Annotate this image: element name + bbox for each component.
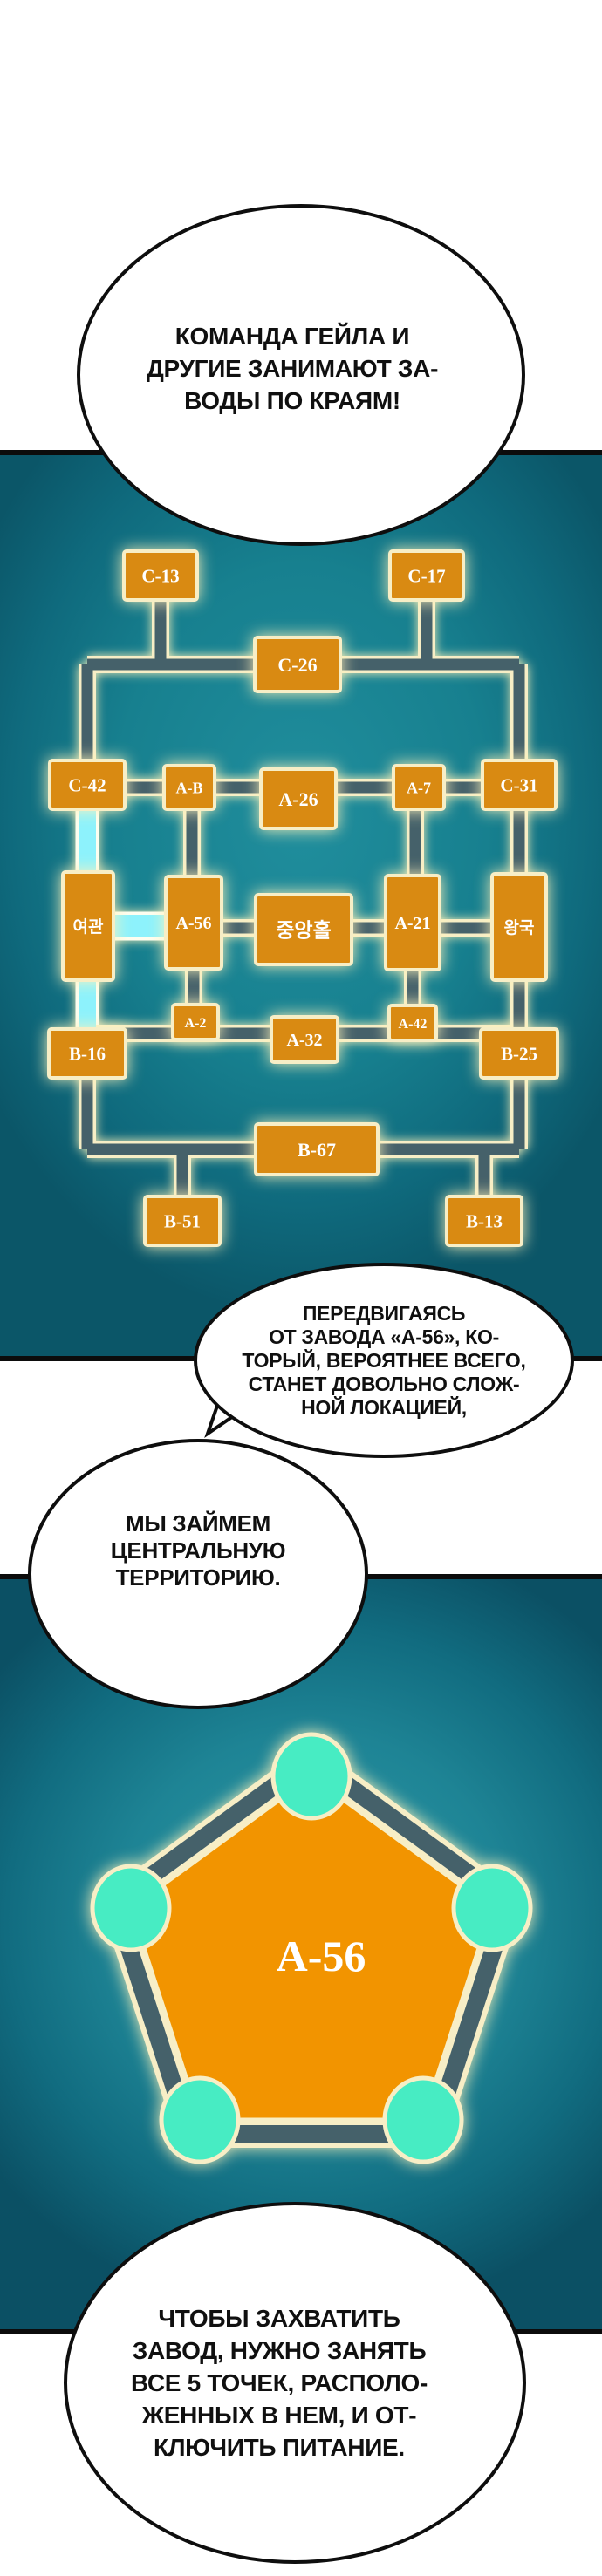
factory-map-svg: C-13 C-17C-26C-42 A-B A-26 A-7 C-31 여관 A-56 중앙홀 A… <box>47 549 559 1247</box>
map-node-box <box>254 893 353 966</box>
map-node-label: B-16 <box>69 1044 106 1065</box>
map-node-B-67: B-67 <box>254 1122 380 1176</box>
map-node-label: A-2 <box>185 1016 207 1031</box>
map-node-box <box>171 1003 220 1041</box>
map-node-box <box>259 767 338 830</box>
map-node-A-21: A-21 <box>384 874 441 971</box>
map-node-C-26: C-26 <box>253 636 342 693</box>
map-node-A-42: A-42 <box>387 1004 438 1042</box>
map-node-B-51: B-51 <box>143 1195 222 1247</box>
map-node-label: A-26 <box>278 788 318 810</box>
pentagon-label: A-56 <box>277 1932 366 1980</box>
map-node-여관: 여관 <box>61 870 115 982</box>
pentagon-panel: A-56 <box>0 1574 602 2334</box>
speech-bubble-2: ПЕРЕДВИГАЯСЬ ОТ ЗАВОДА «А-56», КО- ТОРЫЙ… <box>194 1263 574 1458</box>
map-node-A-32: A-32 <box>270 1015 339 1064</box>
map-node-box <box>61 870 115 982</box>
map-node-A-B: A-B <box>162 764 216 811</box>
map-node-box <box>164 875 223 971</box>
map-node-왕국: 왕국 <box>490 872 548 982</box>
map-node-C-13: C-13 <box>122 549 199 602</box>
map-node-C-31: C-31 <box>481 759 558 811</box>
capture-point <box>270 1732 352 1821</box>
map-node-label: A-B <box>176 779 203 796</box>
map-node-label: A-7 <box>407 779 431 796</box>
map-node-label: 왕국 <box>504 918 535 937</box>
capture-point <box>451 1864 533 1952</box>
pentagon-svg: A-56 <box>90 1732 533 2164</box>
map-node-box <box>392 764 446 811</box>
map-node-box <box>122 549 199 602</box>
map-node-box <box>481 759 558 811</box>
map-node-label: A-42 <box>399 1017 428 1032</box>
map-node-box <box>254 1122 380 1176</box>
map-node-box <box>143 1195 222 1247</box>
map-node-box <box>384 874 441 971</box>
capture-point <box>382 2075 464 2164</box>
map-node-C-42: C-42 <box>48 759 127 811</box>
speech-bubble-3: МЫ ЗАЙМЕМ ЦЕНТРАЛЬНУЮ ТЕРРИТОРИЮ. <box>28 1439 368 1709</box>
map-node-box <box>270 1015 339 1064</box>
speech-bubble-3-text: МЫ ЗАЙМЕМ ЦЕНТРАЛЬНУЮ ТЕРРИТОРИЮ. <box>110 1509 286 1591</box>
map-node-label: A-21 <box>394 914 430 933</box>
map-node-label: A-56 <box>175 914 211 933</box>
speech-bubble-4-text: ЧТОБЫ ЗАХВАТИТЬ ЗАВОД, НУЖНО ЗАНЯТЬ ВСЕ … <box>131 2305 428 2461</box>
map-node-label: C-17 <box>407 566 445 587</box>
map-node-label: B-25 <box>501 1044 537 1065</box>
speech-bubble-2-text: ПЕРЕДВИГАЯСЬ ОТ ЗАВОДА «А-56», КО- ТОРЫЙ… <box>242 1301 526 1419</box>
speech-bubble-1: КОМАНДА ГЕЙЛА И ДРУГИЕ ЗАНИМАЮТ ЗА- ВОДЫ… <box>77 204 525 546</box>
map-node-A-7: A-7 <box>392 764 446 811</box>
pentagon-diagram: A-56 <box>90 1732 533 2164</box>
map-node-box <box>445 1195 523 1247</box>
map-nodes: C-13 C-17C-26C-42 A-B A-26 A-7 C-31 여관 A-56 중앙홀 A… <box>47 549 559 1247</box>
map-node-label: 중앙홀 <box>276 919 331 941</box>
map-node-B-13: B-13 <box>445 1195 523 1247</box>
map-node-label: B-13 <box>466 1211 503 1232</box>
map-node-label: A-32 <box>286 1031 322 1050</box>
map-node-A-2: A-2 <box>171 1003 220 1041</box>
map-node-label: C-26 <box>277 654 317 676</box>
map-node-label: B-67 <box>298 1139 336 1161</box>
map-node-중앙홀: 중앙홀 <box>254 893 353 966</box>
map-node-box <box>388 549 465 602</box>
capture-point <box>90 1864 172 1952</box>
map-node-box <box>479 1027 559 1080</box>
speech-bubble-1-text: КОМАНДА ГЕЙЛА И ДРУГИЕ ЗАНИМАЮТ ЗА- ВОДЫ… <box>146 322 439 414</box>
map-node-B-16: B-16 <box>47 1027 127 1080</box>
map-node-box <box>387 1004 438 1042</box>
map-node-label: C-42 <box>68 775 106 796</box>
map-node-label: 여관 <box>73 917 104 937</box>
map-node-label: C-13 <box>141 566 179 587</box>
speech-bubble-4: ЧТОБЫ ЗАХВАТИТЬ ЗАВОД, НУЖНО ЗАНЯТЬ ВСЕ … <box>64 2202 526 2564</box>
map-node-B-25: B-25 <box>479 1027 559 1080</box>
capture-point <box>159 2075 241 2164</box>
map-node-A-56: A-56 <box>164 875 223 971</box>
map-node-box <box>162 764 216 811</box>
map-node-label: B-51 <box>164 1211 201 1232</box>
map-node-box <box>48 759 127 811</box>
map-node-box <box>490 872 548 982</box>
map-node-A-26: A-26 <box>259 767 338 830</box>
map-node-C-17: C-17 <box>388 549 465 602</box>
map-node-label: C-31 <box>500 775 537 796</box>
map-node-box <box>253 636 342 693</box>
map-node-box <box>47 1027 127 1080</box>
